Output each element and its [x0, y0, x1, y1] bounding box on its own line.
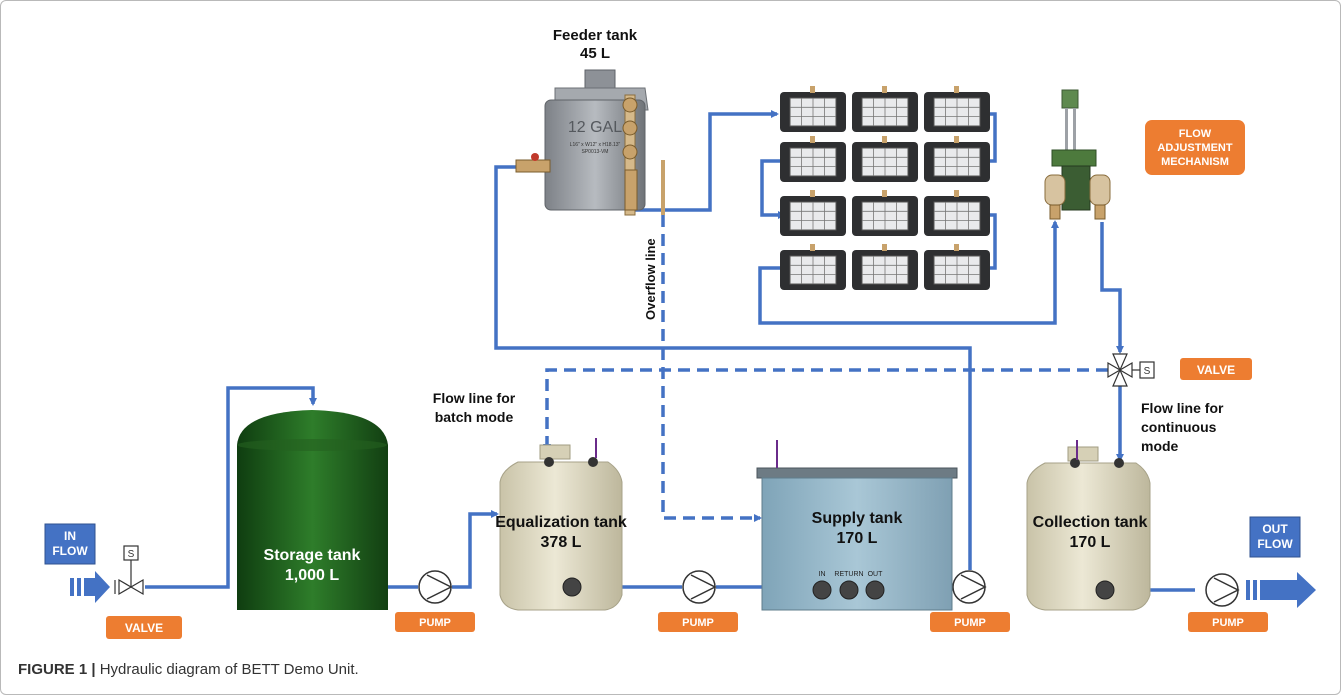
- svg-text:Supply tank: Supply tank: [812, 510, 903, 527]
- svg-text:45 L: 45 L: [580, 45, 610, 62]
- three-way-valve: S: [1107, 353, 1155, 387]
- reactor-unit: [780, 244, 846, 290]
- reactor-unit: [924, 244, 990, 290]
- supply-tank: IN RETURN OUT Supply tank 170 L: [756, 440, 958, 611]
- svg-text:S: S: [1144, 366, 1151, 377]
- reactor-unit: [924, 190, 990, 236]
- pump-badge-4: PUMP: [1188, 612, 1268, 632]
- reactor-grid: [780, 86, 990, 290]
- svg-text:VALVE: VALVE: [1197, 363, 1235, 377]
- storage-tank: Storage tank 1,000 L: [237, 410, 388, 610]
- svg-text:Flow line for: Flow line for: [433, 390, 516, 406]
- in-flow-arrow: [70, 571, 110, 603]
- pump-badge-2: PUMP: [658, 612, 738, 632]
- valve-badge-left: VALVE: [106, 616, 182, 639]
- out-flow-badge: OUT FLOW: [1249, 516, 1301, 558]
- inlet-solenoid-valve: S: [114, 545, 144, 596]
- svg-text:continuous: continuous: [1141, 419, 1217, 435]
- svg-text:Storage tank: Storage tank: [264, 547, 361, 564]
- svg-text:PUMP: PUMP: [682, 617, 714, 629]
- svg-text:IN: IN: [819, 571, 826, 578]
- reactor-unit: [852, 86, 918, 132]
- svg-text:SP0013-VM: SP0013-VM: [582, 149, 609, 155]
- svg-text:IN: IN: [64, 529, 76, 543]
- reactor-unit: [852, 244, 918, 290]
- reactor-unit: [852, 136, 918, 182]
- svg-text:RETURN: RETURN: [834, 571, 863, 578]
- reactor-unit: [780, 86, 846, 132]
- svg-text:PUMP: PUMP: [954, 617, 986, 629]
- batch-mode-line: [543, 368, 1108, 452]
- svg-text:ADJUSTMENT: ADJUSTMENT: [1157, 142, 1232, 154]
- collection-tank: Collection tank 170 L: [1026, 440, 1151, 611]
- pump-3: [952, 570, 987, 604]
- inlet-line: [145, 386, 317, 589]
- pump1-to-equalization-line: [452, 510, 499, 589]
- flow-adjustment-to-valve-line: [1100, 222, 1124, 354]
- dashed-lines: [543, 215, 1108, 522]
- svg-text:PUMP: PUMP: [419, 617, 451, 629]
- reactor-unit: [780, 190, 846, 236]
- svg-text:FLOW: FLOW: [1179, 128, 1212, 140]
- pump-badge-3: PUMP: [930, 612, 1010, 632]
- pump-2: [682, 570, 717, 604]
- valve-badge-right: VALVE: [1180, 358, 1252, 380]
- pump-1: [418, 570, 453, 604]
- svg-text:FLOW: FLOW: [52, 544, 88, 558]
- batch-mode-label: Flow line for batch mode: [433, 390, 516, 425]
- svg-text:Flow line for: Flow line for: [1141, 400, 1224, 416]
- svg-text:Feeder tank: Feeder tank: [553, 27, 638, 44]
- svg-text:Equalization tank: Equalization tank: [495, 514, 627, 531]
- out-flow-arrow: [1246, 572, 1316, 608]
- equalization-tank: Equalization tank 378 L: [495, 438, 627, 611]
- svg-text:Collection tank: Collection tank: [1033, 514, 1148, 531]
- pump-4: [1205, 573, 1240, 607]
- svg-text:170 L: 170 L: [837, 530, 878, 547]
- svg-text:378 L: 378 L: [541, 534, 582, 551]
- svg-text:MECHANISM: MECHANISM: [1161, 156, 1229, 168]
- feeder-to-reactors-line: [628, 110, 779, 212]
- reactor-unit: [780, 136, 846, 182]
- svg-text:S: S: [128, 549, 135, 560]
- figure-caption-text: Hydraulic diagram of BETT Demo Unit.: [95, 661, 359, 678]
- svg-text:batch mode: batch mode: [435, 409, 514, 425]
- svg-text:12 GAL: 12 GAL: [568, 119, 622, 136]
- flow-adjustment-mechanism: [1044, 89, 1111, 220]
- flow-adjustment-badge: FLOW ADJUSTMENT MECHANISM: [1145, 120, 1245, 175]
- overflow-line-label: Overflow line: [643, 238, 658, 320]
- svg-text:OUT: OUT: [868, 571, 884, 578]
- svg-text:1,000 L: 1,000 L: [285, 567, 339, 584]
- figure-caption: FIGURE 1 | Hydraulic diagram of BETT Dem…: [18, 661, 359, 678]
- svg-text:OUT: OUT: [1262, 522, 1288, 536]
- svg-text:VALVE: VALVE: [125, 621, 163, 635]
- svg-text:L16" x W12" x H18.13": L16" x W12" x H18.13": [570, 142, 621, 148]
- reactor-unit: [924, 86, 990, 132]
- reactor-unit: [924, 136, 990, 182]
- figure-caption-prefix: FIGURE 1 |: [18, 661, 96, 678]
- in-flow-badge: IN FLOW: [44, 523, 96, 565]
- overflow-line: [661, 215, 762, 522]
- reactors-to-flow-adjustment-line: [758, 220, 1059, 325]
- svg-text:170 L: 170 L: [1070, 534, 1111, 551]
- reactor-unit: [852, 190, 918, 236]
- svg-text:PUMP: PUMP: [1212, 617, 1244, 629]
- pump-badge-1: PUMP: [395, 612, 475, 632]
- continuous-mode-label: Flow line for continuous mode: [1141, 400, 1224, 454]
- pump3-to-feeder-line: [494, 163, 972, 570]
- svg-text:FLOW: FLOW: [1257, 537, 1293, 551]
- svg-text:mode: mode: [1141, 438, 1179, 454]
- feeder-tank: 12 GAL L16" x W12" x H18.13" SP0013-VM F…: [515, 27, 665, 216]
- reactor-row2-return: [760, 159, 786, 219]
